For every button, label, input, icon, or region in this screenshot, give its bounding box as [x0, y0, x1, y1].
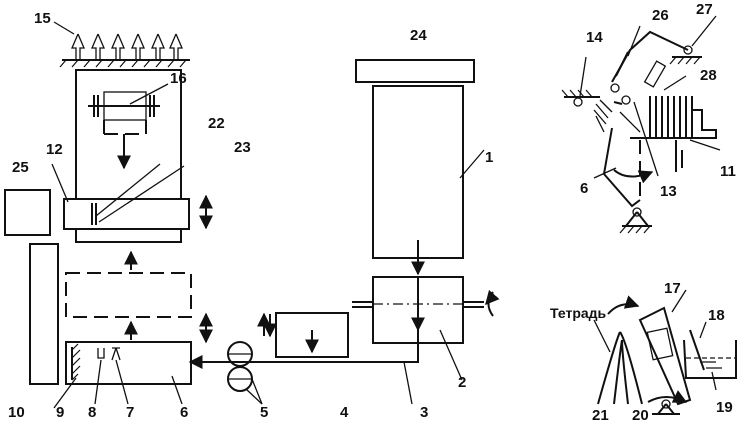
label-15: 15: [34, 10, 51, 27]
label-25: 25: [12, 159, 29, 176]
label-22: 22: [208, 115, 225, 132]
labels: 15 16 22 23 12 25 24 1 2 3 4 5 6 7 8 9 1…: [8, 1, 736, 424]
label-27: 27: [696, 1, 713, 18]
label-19: 19: [716, 399, 733, 416]
label-7: 7: [126, 404, 134, 421]
label-5: 5: [260, 404, 268, 421]
label-16: 16: [170, 70, 187, 87]
detail-notebook-folding: [593, 289, 737, 415]
roller-unit-16: [88, 83, 169, 170]
label-24: 24: [410, 27, 427, 44]
unit-2: [352, 276, 500, 381]
label-11: 11: [720, 163, 736, 180]
label-notebook: Тетрадь: [550, 305, 607, 321]
label-26: 26: [652, 7, 669, 24]
plate-24: [355, 59, 475, 83]
stacker-10: [29, 243, 59, 385]
table-6: [53, 341, 192, 409]
magazine-1: [372, 85, 464, 259]
label-20: 20: [632, 407, 649, 424]
label-14: 14: [586, 29, 603, 46]
label-9: 9: [56, 404, 64, 421]
carriage-12: [51, 163, 213, 230]
label-12: 12: [46, 141, 63, 158]
label-21: 21: [592, 407, 609, 424]
label-18: 18: [708, 307, 725, 324]
detail-feeding-mechanism: [561, 15, 721, 234]
label-6: 6: [180, 404, 188, 421]
feeder-unit-15: [53, 21, 190, 68]
dashed-intermediate-position: [65, 250, 213, 344]
label-8: 8: [88, 404, 96, 421]
label-6-detail: 6: [580, 180, 588, 197]
label-10: 10: [8, 404, 25, 421]
label-17: 17: [664, 280, 681, 297]
feed-path-3: [188, 343, 419, 369]
label-4: 4: [340, 404, 349, 421]
label-2: 2: [458, 374, 466, 391]
label-13-detail: 13: [660, 183, 677, 200]
block-25: [4, 189, 51, 236]
label-28: 28: [700, 67, 717, 84]
label-1: 1: [485, 149, 493, 166]
label-23: 23: [234, 139, 251, 156]
feed-rollers-5: [227, 312, 277, 405]
label-3: 3: [420, 404, 428, 421]
